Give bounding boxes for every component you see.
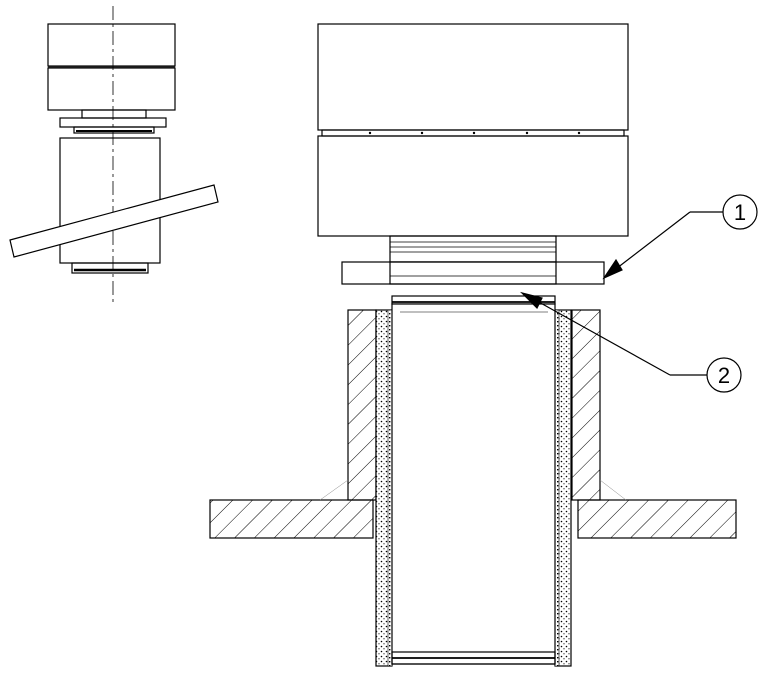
- callout-1-leader: [607, 211, 691, 276]
- inner-cylinder: [391, 303, 556, 665]
- side-view-neck: [81, 109, 147, 119]
- main-view-assembly: [209, 23, 737, 667]
- callout-1-bubble: [722, 194, 758, 230]
- side-view-upper-block: [47, 23, 176, 67]
- callout-1-group: [602, 194, 758, 280]
- callout-1-arrowhead: [602, 258, 623, 280]
- callout-2-leader: [527, 295, 671, 376]
- left-wall: [347, 309, 377, 501]
- upper-housing: [317, 23, 629, 131]
- side-view-assembly: [9, 6, 219, 304]
- lower-housing: [317, 135, 629, 237]
- spindle: [389, 235, 557, 263]
- right-wall: [571, 309, 601, 501]
- pressure-plate: [341, 261, 605, 285]
- spindle-through-plate: [389, 261, 557, 285]
- callout-2-group: [520, 291, 742, 393]
- side-view-tilted-plate: [9, 184, 219, 258]
- callout-2-bubble: [706, 357, 742, 393]
- callout-2-label: 2: [718, 363, 730, 388]
- side-view-cylinder: [59, 137, 161, 264]
- side-view-lower-block: [47, 67, 176, 111]
- callout-2-arrowhead: [520, 291, 543, 310]
- floor-slab-left: [209, 499, 374, 539]
- callout-1-label: 1: [734, 200, 746, 225]
- floor-slab-right: [577, 499, 737, 539]
